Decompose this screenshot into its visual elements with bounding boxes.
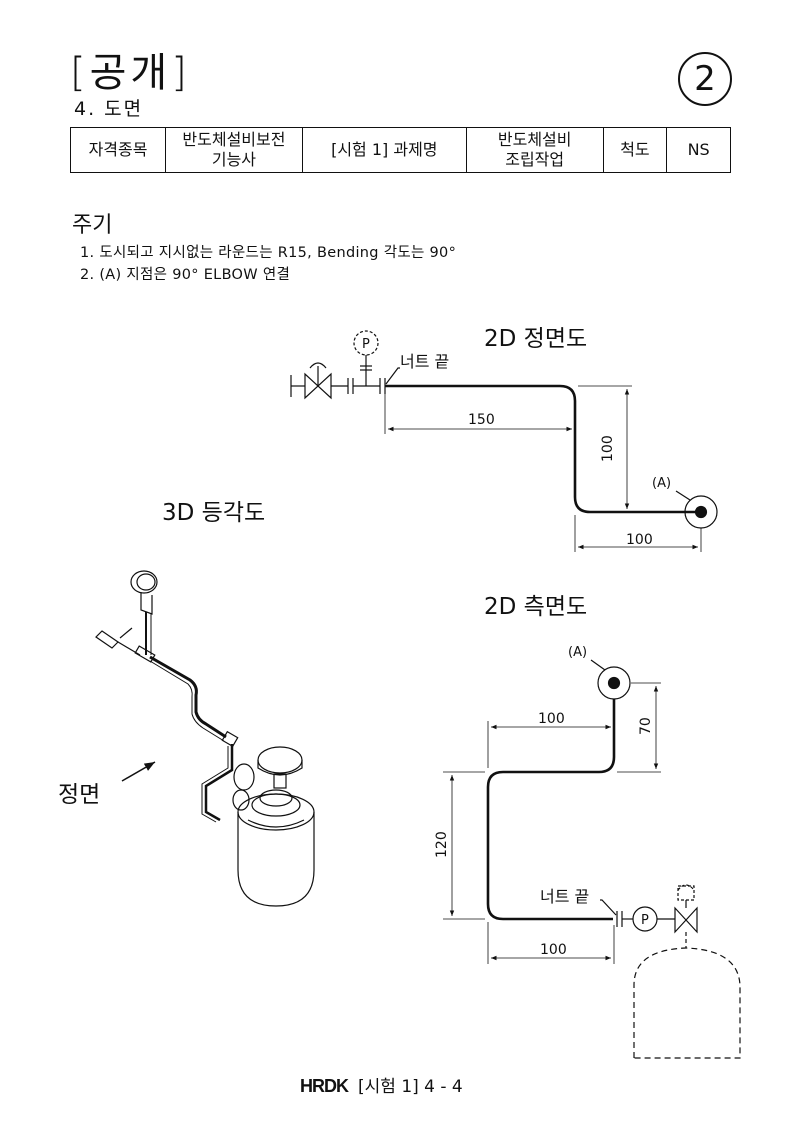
table-cell: 척도 [602, 127, 668, 173]
pressure-gauge-icon [353, 330, 379, 386]
note-item: 1. 도시되고 지시없는 라운드는 R15, Bending 각도는 90° [80, 245, 457, 261]
dimension-label: 150 [468, 412, 495, 428]
front-view-drawing [290, 330, 718, 552]
gauge-letter: P [641, 913, 649, 928]
table-cell: [시험 1] 과제명 [301, 127, 467, 173]
nut-end-label: 너트 끝 [400, 352, 449, 371]
page-title: [공개] [70, 50, 191, 96]
front-direction-label: 정면 [58, 782, 100, 808]
nut-end-label: 너트 끝 [540, 887, 589, 906]
valve-icon [290, 362, 386, 400]
page-number-circle: 2 [678, 52, 732, 106]
gauge-letter: P [362, 337, 370, 352]
footer: HRDK [시험 1] 4 - 4 [300, 1072, 463, 1097]
dimension-label: 120 [434, 831, 450, 858]
iso-view-title: 3D 등각도 [162, 500, 265, 526]
isometric-drawing [95, 570, 315, 907]
front-view-title: 2D 정면도 [484, 326, 587, 352]
table-cell: NS [666, 127, 731, 173]
hrdk-logo: HRDK [300, 1076, 349, 1096]
table-cell: 반도체설비보전 기능사 [165, 127, 303, 173]
arrow-icon [121, 761, 156, 782]
dimension-label: 100 [538, 711, 565, 727]
side-view-title: 2D 측면도 [484, 594, 587, 620]
footer-page-text: [시험 1] 4 - 4 [358, 1077, 463, 1097]
section-title: 4. 도면 [74, 98, 144, 120]
dimension-label: 70 [638, 717, 654, 735]
dimension-label: 100 [600, 435, 616, 462]
dimension-label: 100 [626, 532, 653, 548]
note-item: 2. (A) 지점은 90° ELBOW 연결 [80, 267, 291, 283]
side-view-drawing [443, 659, 741, 1059]
table-cell: 자격종목 [69, 127, 167, 173]
info-table: 자격종목 반도체설비보전 기능사 [시험 1] 과제명 반도체설비 조립작업 척… [69, 127, 731, 173]
notes-heading: 주기 [72, 213, 113, 238]
table-row: 자격종목 반도체설비보전 기능사 [시험 1] 과제명 반도체설비 조립작업 척… [69, 127, 731, 173]
table-cell: 반도체설비 조립작업 [465, 127, 604, 173]
dimension-label: 100 [540, 942, 567, 958]
point-a-label: (A) [652, 476, 671, 491]
point-a-label: (A) [568, 645, 587, 660]
